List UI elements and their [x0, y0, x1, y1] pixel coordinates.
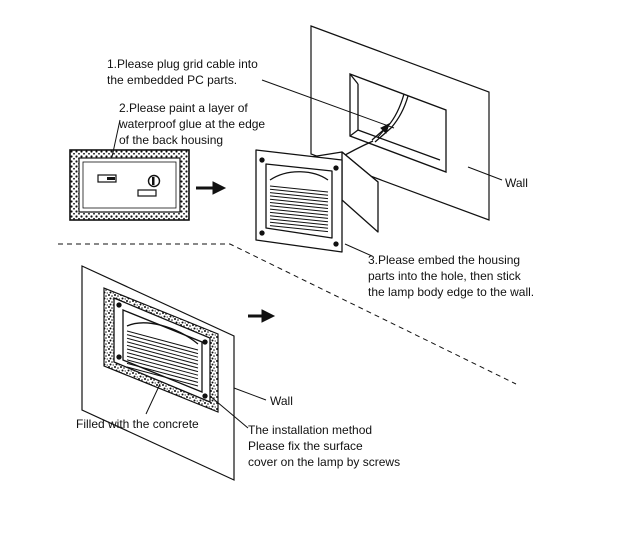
step1-instruction: 1.Please plug grid cable into the embedd… [107, 56, 258, 88]
louver-line [126, 366, 199, 387]
louver-line [126, 359, 199, 380]
louver-line [126, 352, 199, 373]
bottom-leaders [145, 383, 267, 429]
louver-line [126, 355, 199, 376]
lamp-louvers-top [269, 185, 329, 233]
method-line-2: Please fix the surface [248, 439, 363, 453]
step3-instruction: 3.Please embed the housing parts into th… [368, 252, 534, 300]
step3-line-2: parts into the hole, then stick [368, 269, 521, 283]
louver-line [269, 225, 329, 233]
wall-label-bottom: Wall [270, 394, 293, 408]
louver-line [126, 337, 199, 358]
step2-leader [111, 119, 121, 158]
louver-line [269, 205, 329, 213]
step3-line-1: 3.Please embed the housing [368, 253, 521, 267]
right-arrow-icon [196, 181, 227, 195]
louver-line [269, 185, 329, 193]
louver-line [269, 215, 329, 223]
louver-line [126, 330, 199, 351]
wall-hole [349, 73, 447, 173]
louver-line [126, 341, 199, 362]
louver-line [126, 334, 199, 355]
step2-line-3: of the back housing [119, 133, 224, 147]
wall-label-top: Wall [505, 176, 528, 190]
louver-line [126, 344, 199, 365]
concrete-label: Filled with the concrete [76, 417, 199, 431]
method-line-1: The installation method [248, 423, 373, 437]
section-divider [58, 243, 517, 385]
louver-line [269, 188, 329, 196]
step2-line-2: waterproof glue at the edge [119, 117, 266, 131]
installation-method: The installation method Please fix the s… [248, 422, 400, 470]
step2-line-1: 2.Please paint a layer of [119, 101, 248, 115]
louver-line [269, 198, 329, 206]
lamp-louvers-bottom [126, 330, 199, 387]
louver-line [269, 208, 329, 216]
method-line-3: cover on the lamp by screws [248, 455, 401, 469]
louver-line [269, 202, 329, 209]
step3-line-3: the lamp body edge to the wall. [368, 285, 535, 299]
louver-line [269, 211, 329, 219]
cable-arrow-icon [377, 123, 390, 138]
louver-line [269, 192, 329, 200]
louver-line [126, 362, 199, 383]
step2-instruction: 2.Please paint a layer of waterproof glu… [119, 100, 265, 148]
louver-line [269, 221, 329, 229]
louver-line [269, 218, 329, 226]
step3-leader [344, 243, 373, 257]
right-arrow-icon [248, 309, 276, 323]
wall-top-leader [467, 166, 503, 181]
step1-line-1: 1.Please plug grid cable into [107, 57, 258, 71]
step1-line-2: the embedded PC parts. [107, 73, 238, 87]
louver-line [269, 195, 329, 203]
back-housing-glue [69, 149, 190, 221]
louver-line [126, 348, 199, 369]
step1-leader [261, 79, 395, 129]
